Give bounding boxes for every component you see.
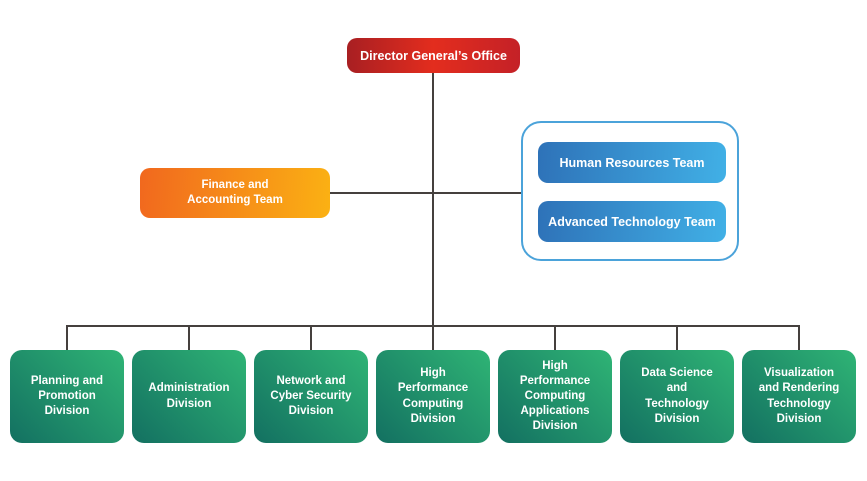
- node-label: Data Science and Technology Division: [641, 367, 713, 425]
- connector-finance-teams: [330, 192, 522, 194]
- node-label: Finance and Accounting Team: [187, 179, 283, 206]
- teams-group-container: Human Resources Team Advanced Technology…: [521, 121, 739, 261]
- node-human-resources-team: Human Resources Team: [538, 142, 726, 183]
- node-label: Planning and Promotion Division: [30, 374, 104, 418]
- node-hpc-applications-division: High Performance Computing Applications …: [498, 350, 612, 443]
- node-label: High Performance Computing Division: [397, 367, 469, 425]
- node-administration-division: Administration Division: [132, 350, 246, 443]
- node-data-science-technology-division: Data Science and Technology Division: [620, 350, 734, 443]
- node-label: Network and Cyber Security Division: [270, 374, 352, 418]
- node-visualization-rendering-division: Visualization and Rendering Technology D…: [742, 350, 856, 443]
- connector-stub-division-6: [676, 325, 678, 351]
- connector-stub-division-2: [188, 325, 190, 351]
- node-director-generals-office: Director General’s Office: [347, 38, 520, 73]
- node-high-performance-computing-division: High Performance Computing Division: [376, 350, 490, 443]
- connector-stub-division-3: [310, 325, 312, 351]
- connector-stub-division-7: [798, 325, 800, 351]
- node-network-cyber-security-division: Network and Cyber Security Division: [254, 350, 368, 443]
- connector-stub-division-1: [66, 325, 68, 351]
- node-finance-accounting-team: Finance and Accounting Team: [140, 168, 330, 218]
- node-label: Visualization and Rendering Technology D…: [758, 367, 840, 425]
- node-planning-promotion-division: Planning and Promotion Division: [10, 350, 124, 443]
- connector-root-trunk: [432, 72, 434, 326]
- node-advanced-technology-team: Advanced Technology Team: [538, 201, 726, 242]
- node-label: Administration Division: [148, 382, 230, 410]
- connector-stub-division-5: [554, 325, 556, 351]
- node-label: Advanced Technology Team: [548, 214, 716, 229]
- node-label: Director General’s Office: [360, 48, 507, 63]
- node-label: Human Resources Team: [559, 155, 705, 170]
- connector-stub-division-4: [432, 325, 434, 351]
- node-label: High Performance Computing Applications …: [519, 359, 591, 433]
